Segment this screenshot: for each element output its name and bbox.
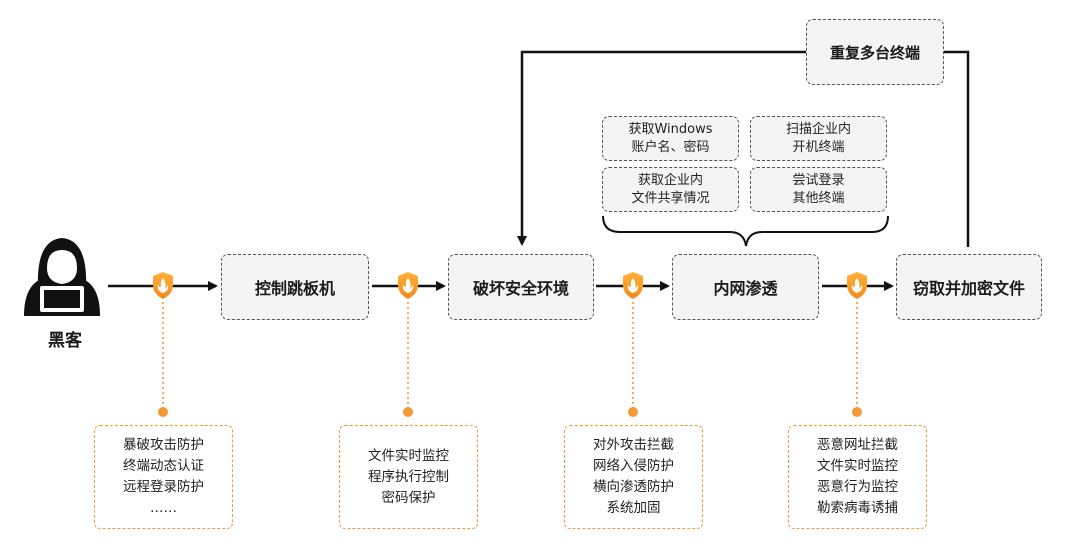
leader-dot-1 — [158, 407, 168, 417]
hacker-icon — [24, 238, 100, 316]
intranet-action: 获取Windows 账户名、密码 — [602, 116, 739, 161]
leader-dot-3 — [628, 407, 638, 417]
defense-box: 暴破攻击防护 终端动态认证 远程登录防护 …… — [94, 425, 233, 529]
defense-box: 恶意网址拦截 文件实时监控 恶意行为监控 勒索病毒诱捕 — [788, 425, 927, 529]
stage-label: 控制跳板机 — [254, 279, 335, 298]
stage-label: 窃取并加密文件 — [912, 279, 1025, 298]
intranet-action: 获取企业内 文件共享情况 — [602, 167, 739, 212]
defense-box: 文件实时监控 程序执行控制 密码保护 — [339, 425, 478, 529]
leader-dot-4 — [852, 407, 862, 417]
loop-back-arrow-return — [517, 50, 806, 246]
leader-dot-2 — [403, 407, 413, 417]
loop-label-box: 重复多台终端 — [806, 19, 944, 85]
loop-label: 重复多台终端 — [829, 43, 920, 62]
stage-label: 内网渗透 — [713, 279, 778, 298]
stage-steal-encrypt: 窃取并加密文件 — [896, 254, 1042, 320]
stage-break-security: 破坏安全环境 — [448, 254, 594, 320]
stage-control-jump-host: 控制跳板机 — [221, 254, 369, 320]
shield-icon — [623, 272, 643, 299]
stage-intranet-penetration: 内网渗透 — [672, 254, 819, 320]
stage-label: 破坏安全环境 — [472, 279, 569, 298]
intranet-action: 尝试登录 其他终端 — [750, 167, 887, 212]
intranet-brace — [602, 215, 889, 247]
loop-back-arrow — [944, 50, 970, 247]
intranet-action: 扫描企业内 开机终端 — [750, 116, 887, 161]
shield-icon — [398, 272, 418, 299]
shield-icon — [153, 272, 173, 299]
shield-icon — [847, 272, 867, 299]
hacker-label: 黑客 — [48, 331, 82, 351]
defense-box: 对外攻击拦截 网络入侵防护 横向渗透防护 系统加固 — [564, 425, 703, 529]
